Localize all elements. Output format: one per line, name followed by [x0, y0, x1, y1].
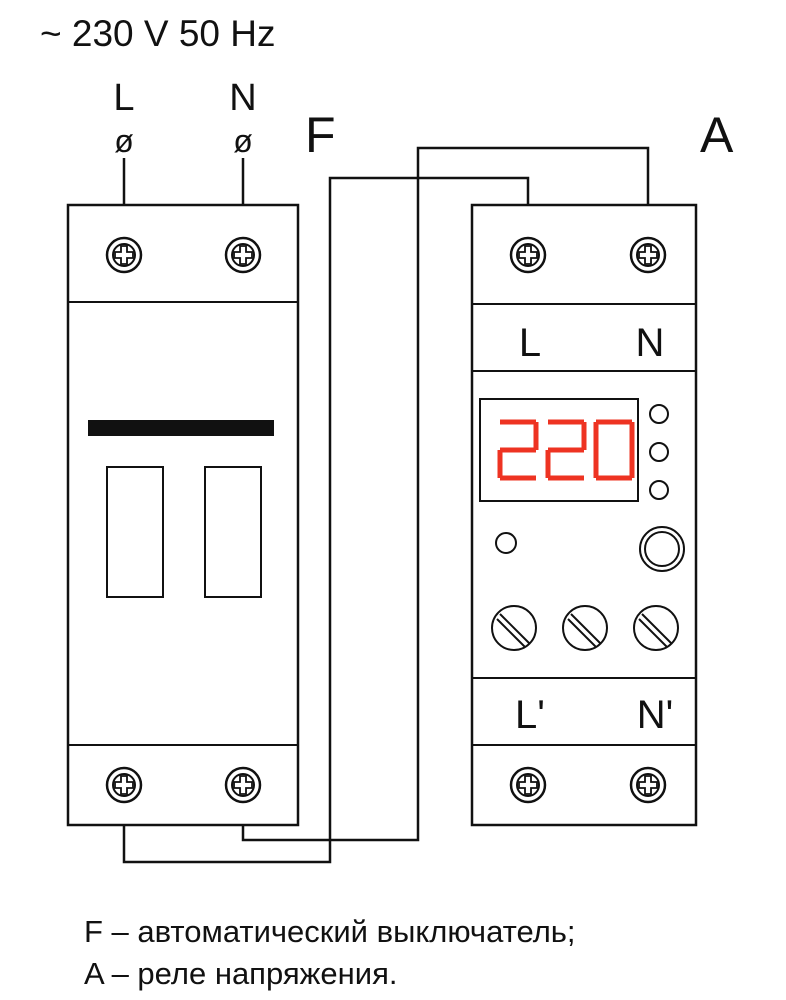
legend-line-f: F – автоматический выключатель; [84, 914, 576, 949]
voltage-relay: L N L' N' [470, 203, 698, 827]
input-l-label: L [113, 77, 134, 119]
wire-neutral-to-relay [241, 146, 650, 842]
wire-phase-to-relay [122, 176, 530, 864]
wires [122, 146, 650, 864]
relay-display-digits [497, 419, 635, 481]
display-digit [545, 419, 587, 481]
screw-icon [629, 236, 667, 274]
breaker-window-left [106, 466, 164, 598]
screw-icon [509, 236, 547, 274]
input-n-terminal-icon: ø [233, 123, 253, 159]
led-indicator-2 [649, 442, 669, 462]
screw-icon [629, 766, 667, 804]
breaker-handle-bar [88, 420, 274, 436]
display-digit [497, 419, 539, 481]
led-indicator-1 [649, 404, 669, 424]
display-digit [593, 419, 635, 481]
relay-display-frame [479, 398, 639, 502]
adjust-knob-1-icon [491, 605, 537, 651]
led-indicator-power [495, 532, 517, 554]
supply-label: ~ 230 V 50 Hz [40, 13, 276, 54]
adjust-knob-3-icon [633, 605, 679, 651]
relay-button-outer [639, 526, 685, 572]
input-n-label: N [229, 77, 256, 119]
relay-body [470, 203, 698, 827]
breaker-letter: F [305, 107, 336, 163]
relay-bottom-l-label: L' [515, 693, 545, 737]
circuit-breaker [66, 203, 300, 827]
screw-icon [224, 766, 262, 804]
screw-terminals [105, 236, 667, 804]
led-indicator-3 [649, 480, 669, 500]
screw-icon [509, 766, 547, 804]
screw-icon [105, 766, 143, 804]
relay-button [644, 531, 680, 567]
breaker-body [66, 203, 300, 827]
input-l-terminal-icon: ø [114, 123, 134, 159]
screw-icon [224, 236, 262, 274]
relay-top-n-label: N [636, 321, 665, 365]
legend-line-a: A – реле напряжения. [84, 956, 397, 991]
relay-top-l-label: L [519, 321, 541, 365]
relay-letter: A [700, 107, 734, 163]
relay-bottom-n-label: N' [637, 693, 674, 737]
breaker-window-right [204, 466, 262, 598]
adjust-knob-2-icon [562, 605, 608, 651]
screw-icon [105, 236, 143, 274]
